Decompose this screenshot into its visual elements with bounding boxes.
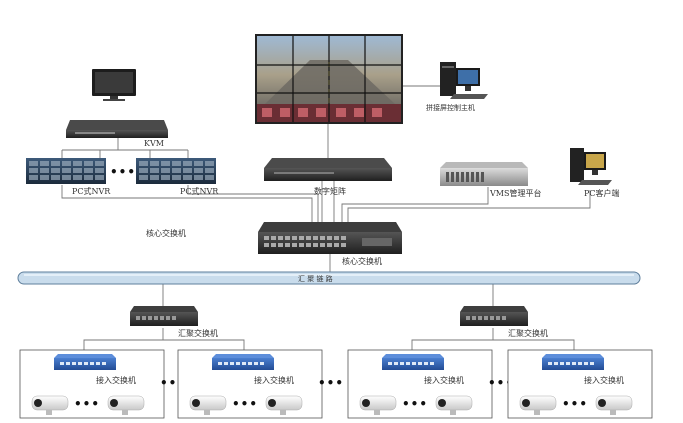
bullet-camera-icon (595, 395, 633, 415)
video-wall-icon (255, 34, 403, 124)
group-ellipsis: ••• (488, 376, 514, 390)
bullet-camera-icon (519, 395, 557, 415)
server-rack-icon (26, 158, 106, 184)
server-rack-icon (136, 158, 216, 184)
access-switch-3-label: 接入交换机 (424, 375, 464, 385)
network-switch-icon (382, 354, 444, 370)
network-switch-icon (54, 354, 116, 370)
nvr-ellipsis: ••• (110, 165, 136, 179)
decoder-icon (264, 158, 392, 181)
network-switch-icon (130, 306, 198, 326)
agg-switch-right-label: 汇聚交换机 (508, 328, 548, 338)
bullet-camera-icon (31, 395, 69, 415)
access-group-4: 接入交换机 ••• (507, 349, 653, 419)
nvr-2-label: PC式NVR (180, 186, 219, 196)
ring-label: 汇 聚 链 路 (298, 274, 333, 283)
bullet-camera-icon (107, 395, 145, 415)
camera-ellipsis: ••• (402, 397, 428, 411)
desktop-computer-icon (440, 62, 488, 99)
bullet-camera-icon (189, 395, 227, 415)
core-switch-side-label: 核心交换机 (146, 228, 186, 238)
agg-switch-left-label: 汇聚交换机 (178, 328, 218, 338)
network-switch-icon (258, 222, 402, 254)
wall-host-label: 拼接屏控制主机 (426, 103, 475, 112)
camera-ellipsis: ••• (232, 397, 258, 411)
aggregation-ring (17, 271, 641, 285)
network-switch-icon (542, 354, 604, 370)
nvr-1-label: PC式NVR (72, 186, 111, 196)
decoder-label: 数字矩阵 (314, 186, 346, 196)
bullet-camera-icon (265, 395, 303, 415)
server-icon (440, 162, 528, 186)
kvm-icon (66, 120, 168, 138)
access-group-2: 接入交换机 ••• (177, 349, 323, 419)
access-group-3: 接入交换机 ••• (347, 349, 493, 419)
access-switch-1-label: 接入交换机 (96, 375, 136, 385)
kvm-label: KVM (144, 139, 164, 148)
access-group-1: 接入交换机 ••• (19, 349, 165, 419)
access-switch-2-label: 接入交换机 (254, 375, 294, 385)
vms-label: VMS管理平台 (489, 188, 541, 198)
access-switch-4-label: 接入交换机 (584, 375, 624, 385)
core-switch-label: 核心交换机 (342, 256, 382, 266)
network-switch-icon (460, 306, 528, 326)
desktop-computer-icon (570, 148, 612, 185)
camera-ellipsis: ••• (562, 397, 588, 411)
group-ellipsis: ••• (318, 376, 344, 390)
monitor-icon (92, 69, 136, 101)
bullet-camera-icon (435, 395, 473, 415)
camera-ellipsis: ••• (74, 397, 100, 411)
pc-client-label: PC客户端 (584, 188, 620, 198)
network-switch-icon (212, 354, 274, 370)
bullet-camera-icon (359, 395, 397, 415)
